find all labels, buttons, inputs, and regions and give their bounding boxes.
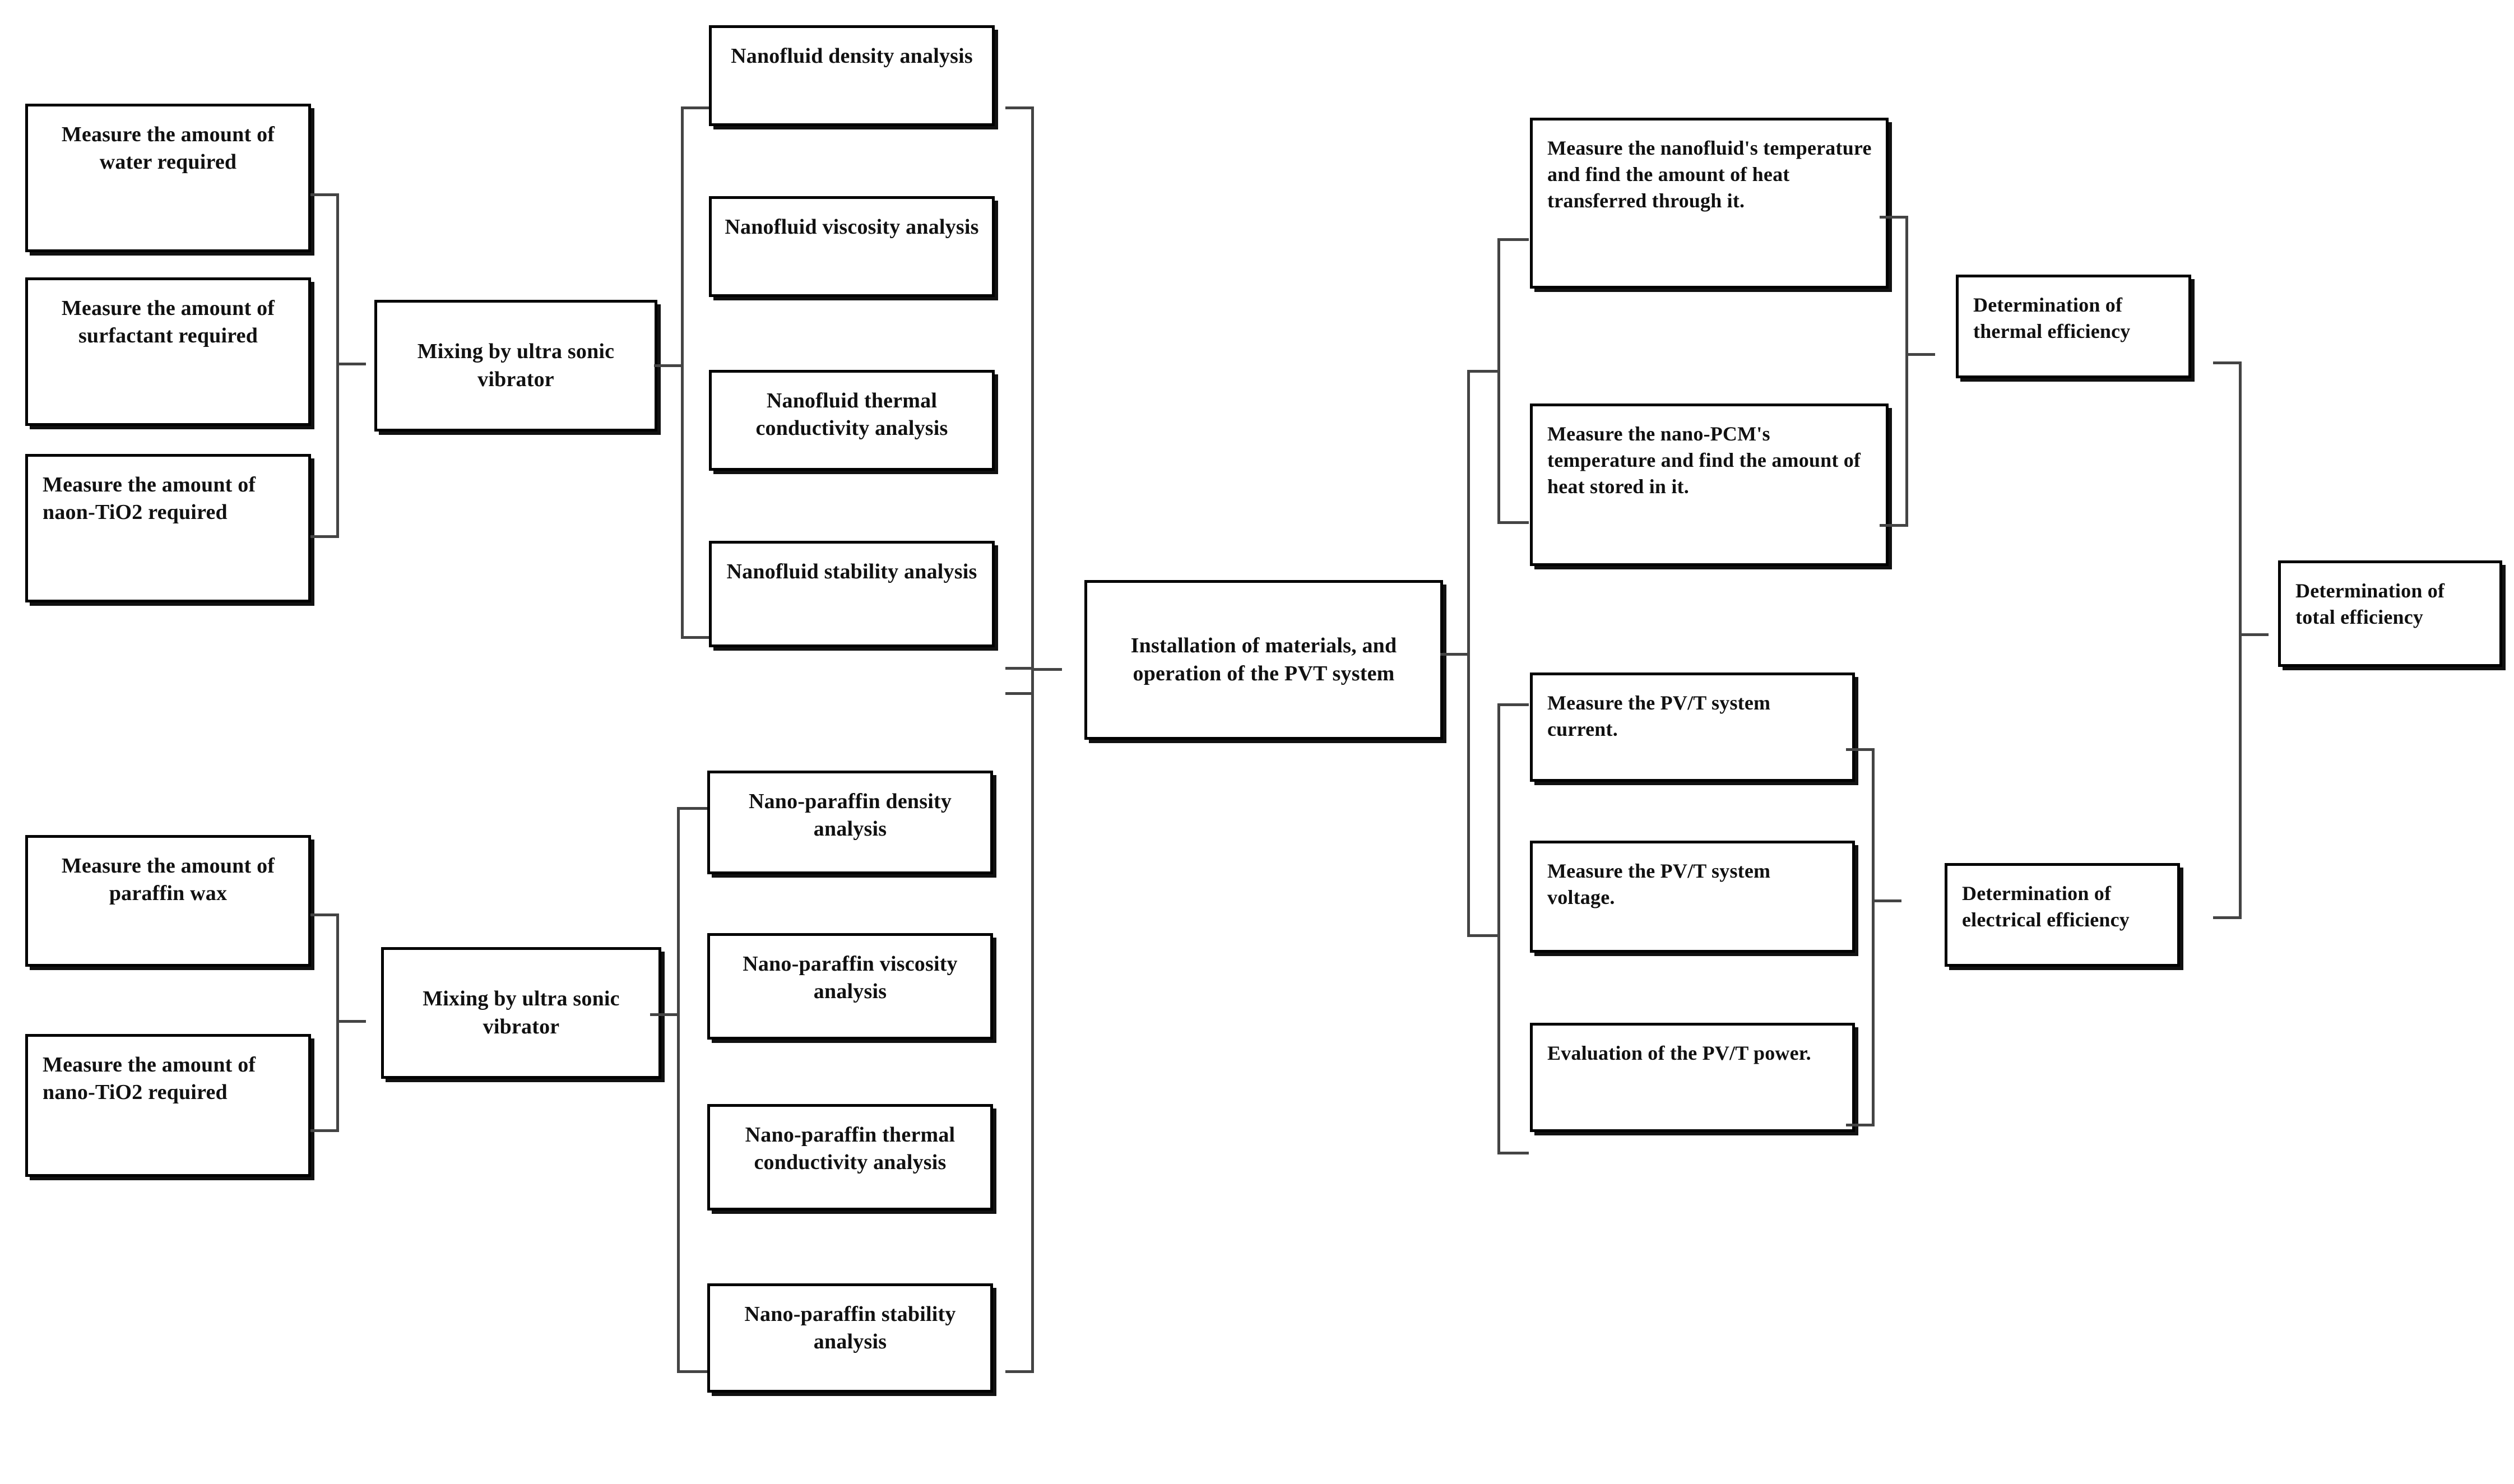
node-label: Measure the amount of surfactant require… <box>61 296 275 348</box>
node-measure-nano-tio2[interactable]: Measure the amount of nano-TiO2 required <box>25 1034 311 1177</box>
node-label: Measure the amount of water required <box>61 123 275 174</box>
bracket-arm-top <box>2213 361 2242 364</box>
bracket-arm-top <box>1470 370 1499 373</box>
bracket-arm-bottom <box>1500 1152 1529 1154</box>
node-measure-paraffin-wax[interactable]: Measure the amount of paraffin wax <box>25 835 311 967</box>
bracket-arm-bottom <box>1470 934 1499 937</box>
bracket-arm-stub <box>339 1020 366 1023</box>
node-label: Determination of thermal efficiency <box>1973 294 2131 342</box>
node-measure-water[interactable]: Measure the amount of water required <box>25 104 311 252</box>
bracket-spine <box>1497 238 1500 524</box>
bracket-arm-stub <box>339 363 366 365</box>
merge-line-to-installation <box>1031 667 1034 698</box>
node-label: Installation of materials, and operation… <box>1130 634 1397 685</box>
bracket-spine <box>336 193 339 538</box>
bracket-arm-bottom <box>1880 524 1908 527</box>
node-nanofluid-thermal-conductivity[interactable]: Nanofluid thermal conductivity analysis <box>709 370 995 471</box>
bracket-arm-bottom <box>2213 916 2242 919</box>
node-label: Mixing by ultra sonic vibrator <box>417 340 615 391</box>
node-nanofluid-viscosity[interactable]: Nanofluid viscosity analysis <box>709 196 995 297</box>
node-nanoparaffin-density[interactable]: Nano-paraffin density analysis <box>707 771 993 874</box>
node-label: Nano-paraffin viscosity analysis <box>743 952 958 1004</box>
node-label: Evaluation of the PV/T power. <box>1547 1042 1811 1064</box>
node-label: Measure the amount of naon-TiO2 required <box>43 473 256 525</box>
bracket-spine <box>1872 748 1875 1126</box>
node-label: Nanofluid viscosity analysis <box>725 215 979 239</box>
bracket-arm-top <box>1500 703 1529 706</box>
bracket-arm-stub <box>1908 353 1935 356</box>
bracket-arm-top <box>310 193 339 196</box>
bracket-spine <box>1497 703 1500 1154</box>
node-measure-pvt-voltage[interactable]: Measure the PV/T system voltage. <box>1530 841 1855 953</box>
bracket-spine <box>681 106 684 639</box>
node-label: Determination of electrical efficiency <box>1962 882 2130 931</box>
node-evaluate-pvt-power[interactable]: Evaluation of the PV/T power. <box>1530 1023 1855 1132</box>
node-label: Mixing by ultra sonic vibrator <box>423 987 620 1038</box>
bracket-arm-bottom <box>1500 521 1529 524</box>
bracket-arm-top <box>310 913 339 916</box>
bracket-arm-top <box>1005 106 1034 109</box>
node-electrical-efficiency[interactable]: Determination of electrical efficiency <box>1945 863 2180 967</box>
node-mixing-nanofluid[interactable]: Mixing by ultra sonic vibrator <box>374 300 657 432</box>
node-label: Measure the PV/T system voltage. <box>1547 860 1771 908</box>
node-label: Measure the nano-PCM's temperature and f… <box>1547 423 1861 498</box>
node-label: Nanofluid density analysis <box>731 44 973 68</box>
node-measure-nanofluid-temperature[interactable]: Measure the nanofluid's temperature and … <box>1530 118 1889 289</box>
bracket-spine <box>1905 216 1908 527</box>
node-label: Measure the amount of paraffin wax <box>61 854 275 906</box>
bracket-spine <box>1031 106 1034 670</box>
bracket-arm-bottom <box>1005 1370 1034 1373</box>
bracket-arm-top <box>684 106 712 109</box>
node-measure-surfactant[interactable]: Measure the amount of surfactant require… <box>25 277 311 426</box>
node-nanofluid-stability[interactable]: Nanofluid stability analysis <box>709 541 995 647</box>
bracket-arm-stub <box>654 364 684 367</box>
node-thermal-efficiency[interactable]: Determination of thermal efficiency <box>1956 275 2191 378</box>
node-label: Nano-paraffin density analysis <box>748 790 952 841</box>
bracket-spine <box>677 807 680 1373</box>
node-nanoparaffin-viscosity[interactable]: Nano-paraffin viscosity analysis <box>707 933 993 1040</box>
bracket-arm-bottom <box>1005 667 1034 670</box>
bracket-arm-stub <box>650 1013 680 1016</box>
bracket-arm-bottom <box>1846 1124 1875 1126</box>
bracket-spine <box>336 913 339 1132</box>
node-mixing-paraffin[interactable]: Mixing by ultra sonic vibrator <box>381 947 661 1079</box>
node-nanoparaffin-stability[interactable]: Nano-paraffin stability analysis <box>707 1283 993 1393</box>
node-label: Nanofluid thermal conductivity analysis <box>755 389 948 440</box>
node-label: Nano-paraffin thermal conductivity analy… <box>745 1123 955 1175</box>
node-nanoparaffin-thermal-conductivity[interactable]: Nano-paraffin thermal conductivity analy… <box>707 1104 993 1211</box>
bracket-spine <box>2239 361 2242 919</box>
bracket-arm-top <box>1880 216 1908 219</box>
node-label: Nanofluid stability analysis <box>726 560 977 583</box>
bracket-arm-stub <box>1875 899 1901 902</box>
bracket-arm-bottom <box>310 535 339 538</box>
bracket-arm-top <box>1005 692 1034 695</box>
bracket-arm-stub <box>1440 653 1470 656</box>
node-measure-pvt-current[interactable]: Measure the PV/T system current. <box>1530 673 1855 782</box>
bracket-arm-bottom <box>680 1370 708 1373</box>
node-installation-operation[interactable]: Installation of materials, and operation… <box>1084 580 1443 740</box>
bracket-arm-bottom <box>684 636 712 639</box>
node-label: Measure the amount of nano-TiO2 required <box>43 1053 256 1105</box>
bracket-spine <box>1031 692 1034 1373</box>
bracket-arm-stub <box>2242 633 2269 636</box>
node-label: Nano-paraffin stability analysis <box>744 1302 956 1354</box>
node-label: Measure the nanofluid's temperature and … <box>1547 137 1872 212</box>
bracket-arm-top <box>1846 748 1875 751</box>
node-label: Measure the PV/T system current. <box>1547 692 1771 740</box>
bracket-arm-top <box>680 807 708 810</box>
node-measure-naon-tio2[interactable]: Measure the amount of naon-TiO2 required <box>25 454 311 602</box>
node-total-efficiency[interactable]: Determination of total efficiency <box>2278 560 2502 667</box>
node-nanofluid-density[interactable]: Nanofluid density analysis <box>709 25 995 126</box>
bracket-arm-top <box>1500 238 1529 241</box>
bracket-arm-bottom <box>310 1129 339 1132</box>
node-label: Determination of total efficiency <box>2295 579 2445 628</box>
merge-stub-to-installation <box>1034 668 1062 671</box>
node-measure-nanopcm-temperature[interactable]: Measure the nano-PCM's temperature and f… <box>1530 404 1889 566</box>
